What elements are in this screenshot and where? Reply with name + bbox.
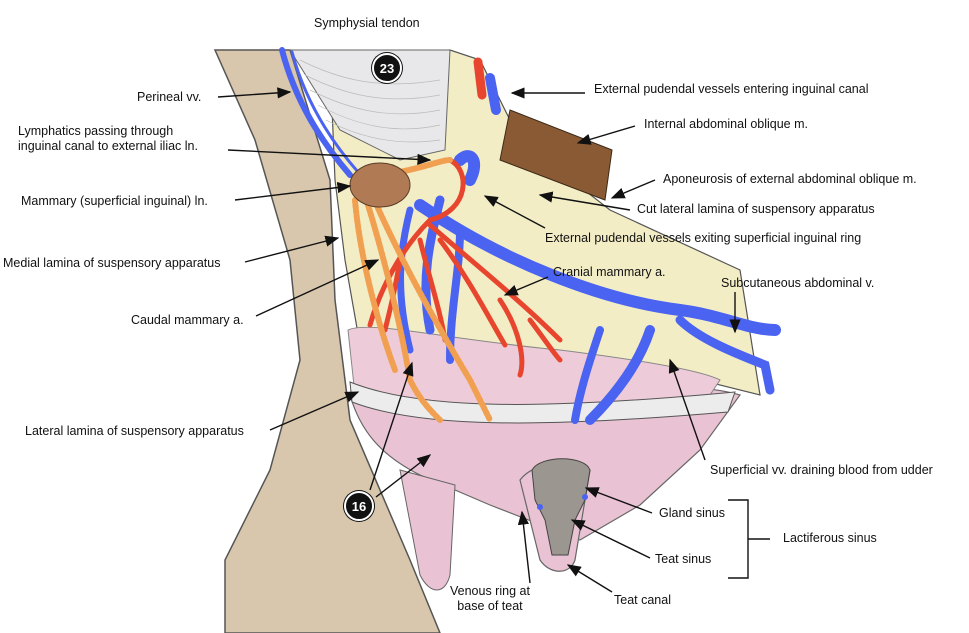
lactiferous-bracket <box>728 499 770 579</box>
venous-ring-dot-right <box>582 494 588 500</box>
arrow-16-b <box>375 454 432 498</box>
label-ext-pudendal-exiting: External pudendal vessels exiting superf… <box>545 231 862 245</box>
arrow-caudal-mammary <box>255 259 380 317</box>
ext-pudendal-top-vein <box>485 73 501 115</box>
label-caudal-mammary: Caudal mammary a. <box>131 313 244 327</box>
label-cranial-mammary: Cranial mammary a. <box>553 265 666 279</box>
label-medial-lamina: Medial lamina of suspensory apparatus <box>3 256 221 270</box>
venous-network <box>397 150 781 425</box>
front-teat <box>399 469 456 591</box>
arrow-venous-ring <box>517 510 531 584</box>
label-aponeurosis: Aponeurosis of external abdominal obliqu… <box>663 172 917 186</box>
label-venous-ring: Venous ring at base of teat <box>450 584 530 613</box>
gland-sinus-shape <box>531 458 591 556</box>
label-lactiferous-sinus: Lactiferous sinus <box>783 531 877 545</box>
arterial-network <box>367 157 563 378</box>
arrow-superficial-vv <box>668 358 706 461</box>
arrow-16-a <box>369 361 414 491</box>
label-gland-sinus: Gland sinus <box>659 506 726 520</box>
perineal-veins <box>279 47 353 178</box>
arrow-aponeurosis <box>610 179 656 199</box>
label-ext-pudendal-entering: External pudendal vessels entering ingui… <box>594 82 869 96</box>
lateral-lamina-band <box>349 381 736 424</box>
arrow-lateral-lamina <box>269 391 360 431</box>
label-cut-lateral-lamina: Cut lateral lamina of suspensory apparat… <box>637 202 875 216</box>
badge-23: 23 <box>372 53 402 83</box>
arrow-teat-canal <box>566 564 613 593</box>
thigh-skin <box>213 49 441 633</box>
gland-parenchyma <box>347 326 721 421</box>
arrow-medial-lamina <box>244 235 340 263</box>
mammary-lymph-node <box>349 162 411 208</box>
ext-pudendal-top-artery <box>473 57 487 100</box>
label-lymphatics: Lymphatics passing through inguinal cana… <box>18 124 198 153</box>
arrow-gland-sinus <box>584 487 653 514</box>
label-lateral-lamina: Lateral lamina of suspensory apparatus <box>25 424 244 438</box>
label-internal-oblique: Internal abdominal oblique m. <box>644 117 808 131</box>
arrow-mammary-ln <box>234 181 352 201</box>
badge-16: 16 <box>344 491 374 521</box>
label-symphysial-tendon: Symphysial tendon <box>314 16 420 30</box>
label-perineal-vv: Perineal vv. <box>137 90 202 104</box>
lymphatic-vessels <box>352 157 493 423</box>
arrow-perineal <box>217 87 292 99</box>
label-teat-canal: Teat canal <box>614 593 671 607</box>
arrow-internal-oblique <box>576 125 636 145</box>
label-mammary-ln: Mammary (superficial inguinal) ln. <box>21 194 208 208</box>
label-teat-sinus: Teat sinus <box>655 552 712 566</box>
label-superficial-vv: Superficial vv. draining blood from udde… <box>710 463 933 477</box>
arrow-cut-lateral-lamina <box>538 191 631 211</box>
venous-ring-dot-left <box>537 504 543 510</box>
label-subcutaneous-v: Subcutaneous abdominal v. <box>721 276 875 290</box>
arrow-ext-pudendal-exiting <box>483 195 546 229</box>
arrow-teat-sinus <box>570 519 651 559</box>
arrow-lymphatics <box>227 149 432 165</box>
arrow-cranial-mammary <box>503 276 549 296</box>
